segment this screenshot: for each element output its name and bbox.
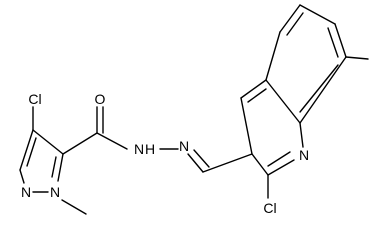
atom-pyrazole-n1: N [50,184,60,200]
bond-c8a-c8q-inner [299,64,339,113]
bond-n-ch-double [193,149,210,168]
bonds [19,4,369,215]
bond-c4a-c5q [265,31,281,81]
bond-c5q-c6q-inner [286,12,304,36]
bond-c8q-methyl [345,56,369,60]
bond-c5-carbonyl [62,132,98,155]
atom-labels: Cl O N N N H N N Cl [21,91,309,216]
atom-hydrazide-n: N [134,141,144,157]
bond-c4a-c8a [265,79,301,124]
bond-ch-c3q [202,153,253,173]
bond-c3q-c4q [240,97,253,155]
atom-quinoline-n: N [299,147,309,163]
chemical-structure: Cl O N N N H N N Cl [19,4,369,216]
atom-pyrazole-n2: N [21,184,31,200]
bond-c4-c3-inner [26,137,37,167]
bond-c6q-c7q [299,4,336,25]
bond-n1-c2q-inner [267,151,291,167]
bond-c5q-c6q [279,4,301,33]
atom-hydrazone-n: N [179,138,189,154]
bond-n1-c5 [57,153,64,182]
bond-c7q-c8q-inner [327,27,339,58]
bond-n-ch [187,153,204,173]
bond-c4q-c4a [240,79,267,99]
bond-carbonyl-nh [96,132,128,150]
bond-n1-methyl [61,199,87,215]
bond-c8a-n1 [299,122,304,148]
bond-c7q-c8q [334,23,347,58]
bond-c4q-c4a-inner [247,88,267,103]
bond-n1-c2q [267,159,295,176]
bond-c2q-c3q [251,153,269,176]
bond-c4-c3 [19,129,34,171]
atom-cl-quinoline: Cl [263,200,276,216]
bond-c3-n2 [19,169,25,184]
atom-oxygen: O [95,91,106,107]
bond-n1-c5-inner [51,156,57,178]
bond-c8q-c8a [299,56,347,124]
atom-hydrazide-h: H [145,141,155,157]
bond-c4-c5 [32,129,64,155]
atom-cl-pyrazole: Cl [28,91,41,107]
